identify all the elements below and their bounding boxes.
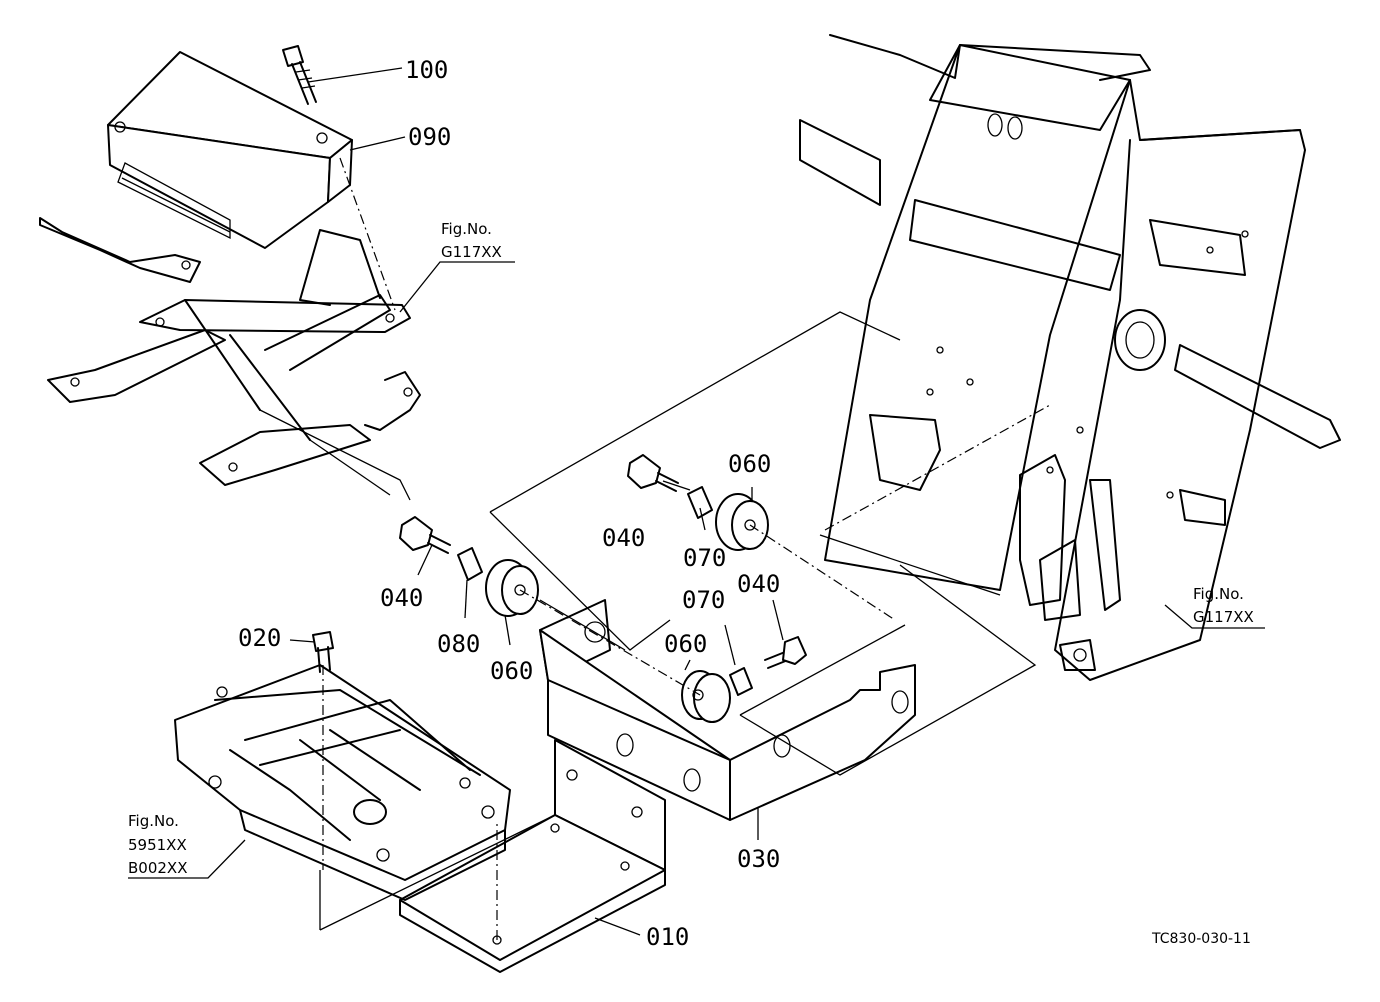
label-part-010: 010 — [646, 923, 689, 951]
label-part-080: 080 — [437, 630, 480, 658]
figure-references: Fig.No. G117XX Fig.No. G117XX Fig.No. 59… — [128, 220, 1254, 877]
fig-ref-label-top: Fig.No. — [441, 220, 492, 238]
bolt-100 — [282, 45, 317, 105]
assembly-lines — [319, 157, 1051, 940]
fig-ref-code-left-b: B002XX — [128, 859, 187, 877]
label-part-040-right: 040 — [737, 570, 780, 598]
fig-ref-code-left-a: 5951XX — [128, 836, 187, 854]
bolt-020 — [312, 631, 334, 673]
drawing-code: TC830-030-11 — [1151, 931, 1251, 947]
controller-unit-090 — [107, 51, 353, 249]
fig-ref-code-top: G117XX — [441, 243, 502, 261]
label-part-040-left: 040 — [380, 584, 423, 612]
fig-ref-label-right: Fig.No. — [1193, 585, 1244, 603]
label-part-060-left: 060 — [490, 657, 533, 685]
label-part-070-right: 070 — [682, 586, 725, 614]
label-part-070-top: 070 — [683, 544, 726, 572]
label-part-090: 090 — [408, 123, 451, 151]
part-labels: 100 090 060 040 070 040 040 070 020 060 … — [238, 56, 780, 951]
fig-ref-label-left: Fig.No. — [128, 812, 179, 830]
label-part-100: 100 — [405, 56, 448, 84]
leader-lines — [128, 67, 1265, 936]
label-part-060-top: 060 — [728, 450, 771, 478]
plate-010 — [399, 739, 666, 973]
label-part-030: 030 — [737, 845, 780, 873]
left-frame-bracket — [39, 217, 421, 501]
fig-ref-code-right: G117XX — [1193, 608, 1254, 626]
right-frame-assembly — [799, 34, 1341, 681]
label-part-040-top: 040 — [602, 524, 645, 552]
label-part-060-right: 060 — [664, 630, 707, 658]
actuator-block — [174, 664, 511, 901]
bracket-030 — [539, 599, 916, 821]
label-part-020: 020 — [238, 624, 281, 652]
